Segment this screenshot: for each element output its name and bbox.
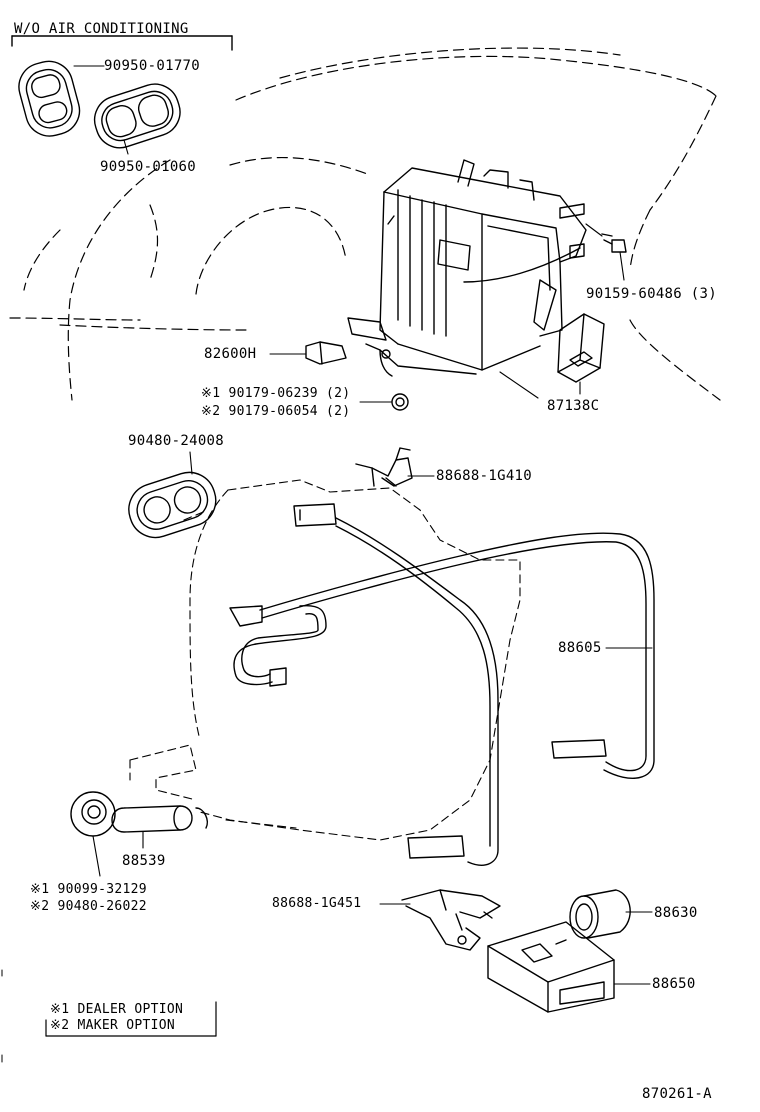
header-note: W/O AIR CONDITIONING	[14, 21, 189, 37]
legend-maker-option: ※2 MAKER OPTION	[50, 1018, 175, 1033]
heater-unit-art	[347, 159, 587, 377]
part-label-90179-06239: ※1 90179-06239 (2)	[201, 386, 351, 401]
screw-90159-60486-art	[601, 233, 627, 253]
grommet-90480-24008-art	[128, 471, 217, 539]
bracket-88688-1G451-art	[401, 889, 501, 951]
grommet-90950-01770-art	[18, 60, 81, 137]
grommet-90099-art	[70, 791, 116, 837]
bracket-88688-1G410-art	[355, 447, 413, 487]
part-label-90099-32129: ※1 90099-32129	[30, 882, 147, 897]
part-label-90179-06054: ※2 90179-06054 (2)	[201, 404, 351, 419]
part-label-88650: 88650	[652, 976, 696, 992]
part-label-90480-24008: 90480-24008	[128, 433, 225, 449]
diagram-id: 870261-A	[642, 1086, 712, 1102]
part-label-88605: 88605	[558, 640, 602, 656]
dashboard-outline	[9, 47, 721, 401]
part-label-88688-1G410: 88688-1G410	[436, 468, 533, 484]
legend-dealer-option: ※1 DEALER OPTION	[50, 1002, 184, 1017]
part-label-82600H: 82600H	[204, 346, 257, 362]
part-label-90950-01060: 90950-01060	[100, 159, 197, 175]
switch-87138C-art	[557, 313, 605, 383]
tube-88539-art	[111, 805, 208, 833]
part-label-87138C: 87138C	[547, 398, 600, 414]
part-label-90480-26022: ※2 90480-26022	[30, 899, 147, 914]
control-unit-88650-art	[487, 921, 615, 1013]
nut-90179-art	[391, 393, 409, 411]
leader-lines	[73, 65, 653, 985]
part-label-90950-01770: 90950-01770	[104, 58, 201, 74]
part-label-88688-1G451: 88688-1G451	[272, 896, 362, 911]
floor-outline	[129, 479, 521, 841]
part-label-88630: 88630	[654, 905, 698, 921]
legend-box	[45, 1001, 217, 1037]
buzzer-88630-art	[569, 889, 631, 939]
part-label-90159-60486: 90159-60486 (3)	[586, 286, 717, 302]
wire-harness-88605-art	[229, 503, 655, 866]
relay-82600H-art	[305, 341, 347, 365]
grommet-90950-01060-art	[93, 83, 181, 149]
part-label-88539: 88539	[122, 853, 166, 869]
header-bracket	[11, 35, 233, 51]
